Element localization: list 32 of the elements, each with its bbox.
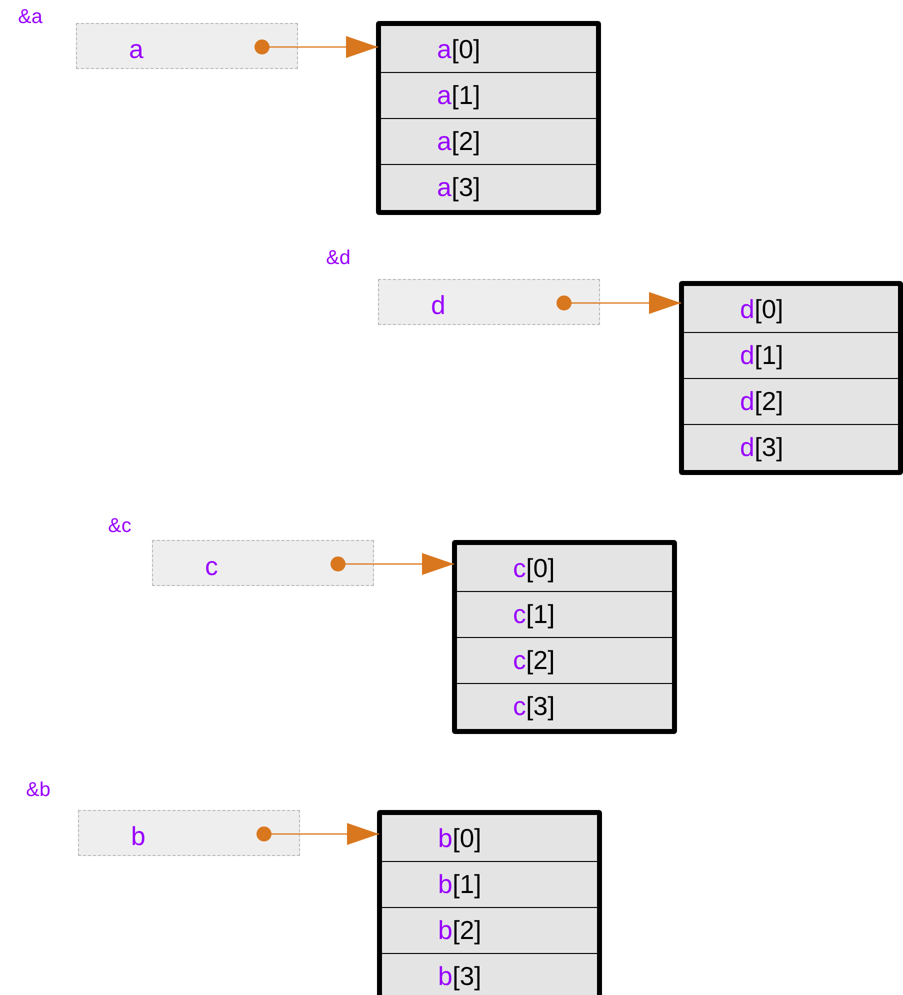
pointer-variable-box: a: [76, 23, 298, 69]
array-cell: c[0]: [457, 545, 672, 591]
array-cell: d[2]: [684, 378, 898, 424]
array-cell: a[2]: [381, 118, 596, 164]
array-cell: a[0]: [381, 26, 596, 72]
array-box: [679, 281, 903, 475]
address-label: &b: [26, 779, 50, 802]
array-box: [377, 810, 602, 995]
pointer-arrow: [256, 823, 379, 845]
address-label: &c: [108, 515, 132, 538]
pointer-variable-box: b: [78, 810, 300, 856]
pointer-arrow: [330, 553, 454, 575]
address-label: &d: [326, 247, 350, 270]
array-cell: c[3]: [457, 683, 672, 729]
array-cell: d[0]: [684, 286, 898, 332]
address-label: &a: [18, 6, 42, 29]
array-cell: a[3]: [381, 164, 596, 210]
array-cell: b[3]: [382, 953, 597, 995]
array-cell: d[3]: [684, 424, 898, 470]
array-cell: a[1]: [381, 72, 596, 118]
pointer-arrow: [556, 292, 681, 314]
pointer-variable-box: d: [378, 279, 600, 325]
pointer-arrow: [254, 36, 378, 58]
array-box: [376, 21, 601, 215]
array-cell: b[0]: [382, 815, 597, 861]
array-cell: b[1]: [382, 861, 597, 907]
pointer-variable-box: c: [152, 540, 374, 586]
array-cell: b[2]: [382, 907, 597, 953]
array-box: [452, 540, 677, 734]
array-cell: c[2]: [457, 637, 672, 683]
array-cell: c[1]: [457, 591, 672, 637]
array-cell: d[1]: [684, 332, 898, 378]
